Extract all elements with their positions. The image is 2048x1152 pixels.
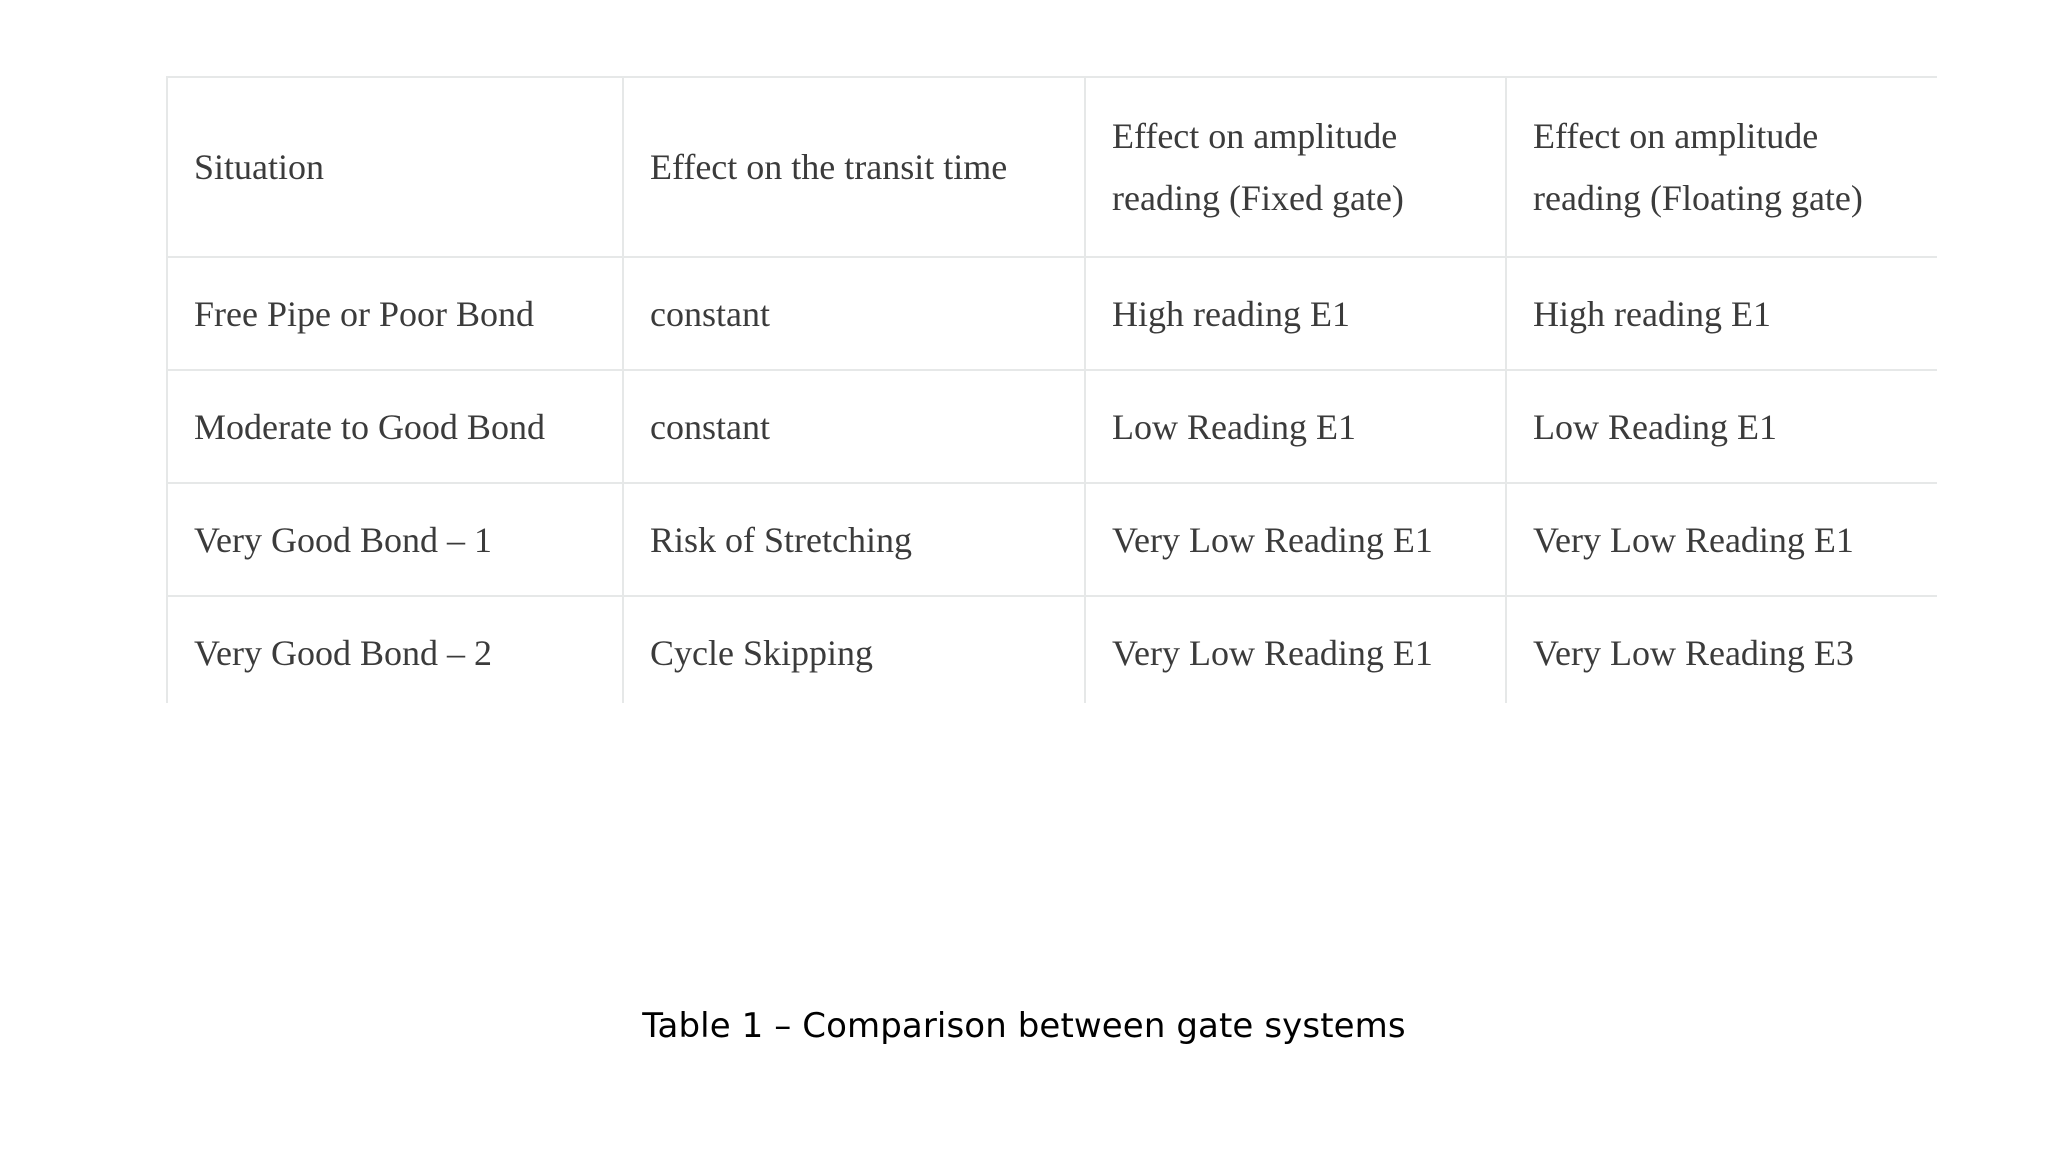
cell-floating-gate: High reading E1	[1505, 256, 1937, 371]
table-row: Very Good Bond – 2 Cycle Skipping Very L…	[166, 595, 1937, 703]
cell-situation: Very Good Bond – 1	[166, 482, 624, 597]
table-row: Very Good Bond – 1 Risk of Stretching Ve…	[166, 482, 1937, 597]
column-header-transit-time: Effect on the transit time	[622, 76, 1086, 258]
cell-fixed-gate: Low Reading E1	[1084, 369, 1507, 484]
cell-transit-time: Risk of Stretching	[622, 482, 1086, 597]
table-caption: Table 1 – Comparison between gate system…	[642, 1006, 1406, 1046]
cell-floating-gate: Very Low Reading E1	[1505, 482, 1937, 597]
cell-transit-time: constant	[622, 369, 1086, 484]
cell-fixed-gate: Very Low Reading E1	[1084, 482, 1507, 597]
table-header: Situation Effect on the transit time Eff…	[166, 76, 1937, 258]
table-header-row: Situation Effect on the transit time Eff…	[166, 76, 1937, 258]
cell-fixed-gate: High reading E1	[1084, 256, 1507, 371]
cell-floating-gate: Low Reading E1	[1505, 369, 1937, 484]
cell-situation: Free Pipe or Poor Bond	[166, 256, 624, 371]
table-row: Moderate to Good Bond constant Low Readi…	[166, 369, 1937, 484]
column-header-situation: Situation	[166, 76, 624, 258]
cell-transit-time: constant	[622, 256, 1086, 371]
cell-fixed-gate: Very Low Reading E1	[1084, 595, 1507, 703]
cell-situation: Very Good Bond – 2	[166, 595, 624, 703]
gate-systems-comparison-table: Situation Effect on the transit time Eff…	[166, 76, 1937, 703]
cell-floating-gate: Very Low Reading E3	[1505, 595, 1937, 703]
cell-transit-time: Cycle Skipping	[622, 595, 1086, 703]
column-header-floating-gate: Effect on amplitude reading (Floating ga…	[1505, 76, 1937, 258]
table-row: Free Pipe or Poor Bond constant High rea…	[166, 256, 1937, 371]
cell-situation: Moderate to Good Bond	[166, 369, 624, 484]
column-header-fixed-gate: Effect on amplitude reading (Fixed gate)	[1084, 76, 1507, 258]
table-body: Free Pipe or Poor Bond constant High rea…	[166, 256, 1937, 703]
table-viewport: Situation Effect on the transit time Eff…	[166, 76, 1937, 703]
